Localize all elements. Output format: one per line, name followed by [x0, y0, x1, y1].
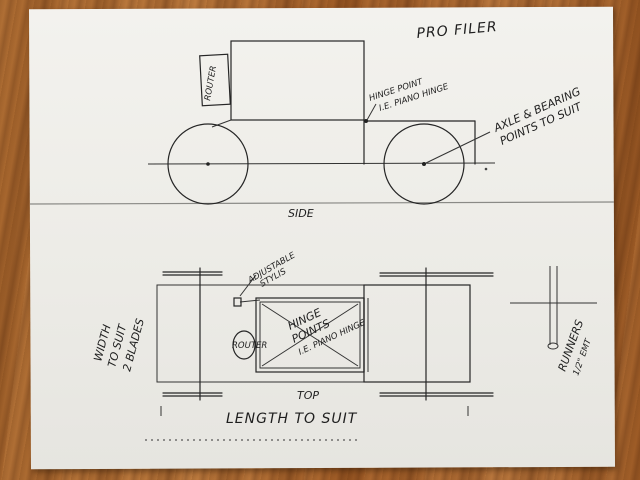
- length-note: LENGTH TO SUIT: [226, 411, 358, 427]
- rear-axle-dot: [422, 162, 426, 166]
- paper-fold-line: [29, 201, 615, 205]
- router-body-box: [230, 40, 365, 121]
- title-text: PRO FILER: [416, 19, 498, 42]
- top-router-circle: [232, 330, 256, 360]
- front-wheel: [167, 123, 249, 205]
- platform-diagonal-b: [261, 303, 359, 367]
- stylus-arm: [239, 299, 261, 303]
- front-axle-dot: [206, 162, 210, 166]
- router-arm: [211, 119, 232, 128]
- axle-leader-line: [425, 131, 491, 164]
- top-caption: TOP: [297, 389, 319, 402]
- rear-wheel: [383, 123, 465, 205]
- stylus-tip: [233, 297, 242, 307]
- rear-carriage: [363, 284, 471, 383]
- stylus-leader-line: [239, 274, 257, 297]
- top-view: [145, 266, 597, 441]
- router-platform-inner: [259, 301, 361, 369]
- runner-tube-end: [547, 342, 559, 350]
- hinge-leader-line: [366, 103, 377, 121]
- side-view: [147, 40, 496, 205]
- router-motor-box: [199, 53, 231, 107]
- side-caption: SIDE: [288, 207, 314, 220]
- top-router-label: ROUTER: [232, 341, 267, 351]
- ground-line: [147, 162, 496, 165]
- axle-mark: [484, 167, 488, 171]
- side-router-label: ROUTER: [203, 65, 219, 102]
